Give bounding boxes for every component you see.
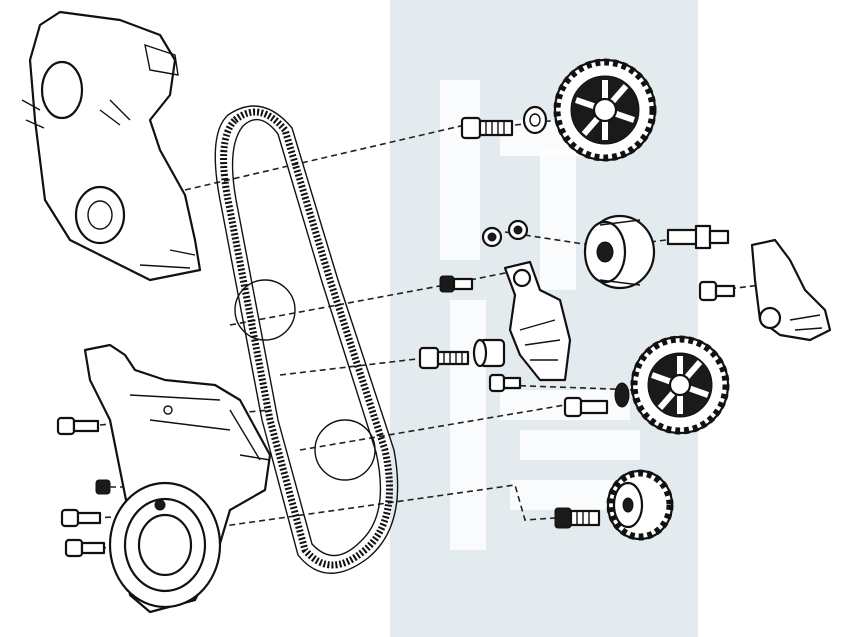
upper-camshaft-sprocket bbox=[553, 58, 657, 162]
dash-line-tensioner bbox=[229, 284, 446, 326]
upper-cover-boss-inner bbox=[87, 200, 113, 230]
idler-pulley bbox=[583, 214, 656, 290]
dash-line-tensioner-b bbox=[469, 271, 511, 281]
tensioner-arm bbox=[503, 260, 572, 382]
tensioner-pivot bbox=[512, 268, 532, 288]
tensioner-bracket bbox=[750, 238, 832, 342]
idler-hub bbox=[596, 241, 614, 263]
dash-line-cam-lower-b bbox=[299, 404, 566, 451]
upper-cover-edge bbox=[139, 249, 196, 269]
tensioner-bolt bbox=[418, 346, 470, 370]
ghost-pulley-outline bbox=[314, 419, 376, 481]
watermark-glyph-stroke bbox=[540, 150, 576, 290]
upper-cover-boss bbox=[74, 185, 126, 245]
belt-tensioner bbox=[503, 260, 572, 382]
lower-cover-flange bbox=[239, 454, 271, 461]
upper-sprocket-washer bbox=[522, 105, 548, 135]
stud-thread bbox=[708, 229, 730, 245]
belt-inner-edge bbox=[231, 118, 382, 557]
idler-nuts bbox=[481, 219, 529, 248]
watermark-glyph-stroke bbox=[440, 80, 480, 260]
cover-bolt bbox=[60, 508, 102, 528]
crank-sprocket-bore bbox=[622, 497, 634, 513]
crank-pulley-mark bbox=[154, 499, 166, 511]
upper-cover-clips bbox=[21, 99, 131, 129]
dash-line-cam-upper bbox=[184, 124, 466, 191]
watermark-glyph-stroke bbox=[520, 430, 640, 460]
upper-sprocket-bolt bbox=[460, 116, 514, 140]
lower-cover-hole bbox=[163, 405, 173, 415]
cover-bolt bbox=[56, 416, 100, 436]
lower-cover-ribs bbox=[129, 394, 261, 461]
lower-sprocket-washer bbox=[614, 382, 630, 408]
tensioner-spacer bbox=[472, 338, 506, 368]
cover-bolt bbox=[64, 538, 106, 558]
bracket-hole bbox=[758, 306, 782, 330]
lower-sprocket-bolt bbox=[563, 396, 609, 418]
idler-edge bbox=[599, 219, 641, 286]
bracket-bolt bbox=[698, 280, 736, 302]
crankshaft-sprocket bbox=[606, 469, 674, 541]
crank-bolt bbox=[554, 507, 601, 529]
upper-cover-body bbox=[28, 10, 202, 282]
upper-cover-tab bbox=[144, 43, 179, 76]
lower-sprocket-teeth bbox=[630, 335, 730, 435]
dash-line-bracket bbox=[719, 284, 761, 291]
lower-sprocket-hub bbox=[668, 373, 692, 397]
dash-line-tensioner-bolt bbox=[279, 357, 426, 376]
ghost-pulley-outline bbox=[234, 279, 296, 341]
lower-timing-cover bbox=[83, 343, 272, 614]
crank-sprocket-teeth bbox=[606, 469, 674, 541]
stud-shank bbox=[666, 228, 700, 246]
upper-sprocket-teeth bbox=[553, 58, 657, 162]
dash-line-cam-lower bbox=[499, 384, 641, 391]
tensioner-pivot-bolt bbox=[439, 275, 474, 293]
tensioner-lock-bolt bbox=[488, 373, 522, 393]
lower-camshaft-sprocket bbox=[630, 335, 730, 435]
upper-cover-hole bbox=[40, 60, 84, 120]
stud-hex bbox=[694, 224, 712, 250]
watermark-glyph-stroke bbox=[450, 300, 486, 550]
idler-stud bbox=[666, 224, 730, 250]
cover-bolt bbox=[95, 479, 111, 495]
belt-outer-edge bbox=[214, 105, 399, 574]
upper-sprocket-hub bbox=[592, 97, 618, 123]
belt-teeth bbox=[220, 108, 393, 569]
bracket-ribs bbox=[789, 314, 823, 331]
upper-timing-cover bbox=[21, 10, 202, 282]
crank-pulley-inner bbox=[137, 513, 193, 577]
timing-belt bbox=[214, 105, 399, 574]
tensioner-ribs bbox=[519, 319, 561, 361]
